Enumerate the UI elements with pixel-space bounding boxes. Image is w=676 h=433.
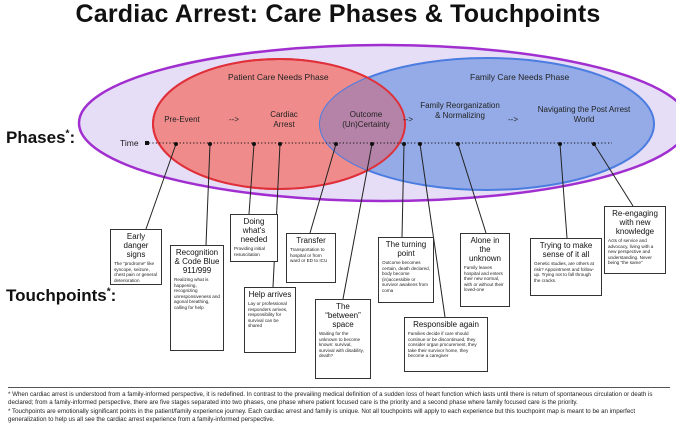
touchpoint-doing-whats-needed: Doing what's needed Providing initial re…: [230, 214, 278, 262]
touchpoint-alone-in-unknown: Alone in the unknown Family leaves hospi…: [460, 233, 510, 307]
timeline-points: [174, 142, 596, 146]
touchpoint-transfer: Transfer Transportation to hospital or f…: [286, 233, 336, 283]
page-title: Cardiac Arrest: Care Phases & Touchpoint…: [75, 0, 601, 28]
phase-cardiac-arrest: Cardiac Arrest: [270, 110, 298, 129]
touchpoint-responsible-again: Responsible again Families decide if car…: [404, 317, 488, 372]
timeline-label: Time: [120, 138, 139, 148]
touchpoint-early-danger-signs: Early danger signs The “prodrome” like s…: [110, 229, 162, 285]
touchpoint-re-engaging: Re-engaging with new knowledge Acts of s…: [604, 206, 666, 274]
touchpoint-turning-point: The turning point Outcome becomes certai…: [378, 237, 434, 303]
family-care-phase-title: Family Care Needs Phase: [470, 72, 570, 82]
phase-arrow-3: -->: [508, 115, 518, 124]
phase-navigating: Navigating the Post Arrest World: [537, 105, 631, 124]
touchpoint-between-space: The “between” space Waiting for the unkn…: [315, 299, 371, 379]
touchpoint-recognition: Recognition & Code Blue 911/999 Realizin…: [170, 245, 224, 351]
phase-arrow-1: -->: [229, 115, 239, 124]
touchpoint-help-arrives: Help arrives Lay or professional respond…: [244, 287, 296, 353]
phase-pre-event: Pre-Event: [164, 115, 200, 124]
patient-care-phase-title: Patient Care Needs Phase: [228, 72, 329, 82]
footnote-phases: * When cardiac arrest is understood from…: [8, 391, 653, 406]
touchpoint-make-sense: Trying to make sense of it all Genetic s…: [530, 238, 602, 296]
phase-outcome: Outcome (Un)Certainty: [342, 110, 390, 129]
phase-arrow-2: -->: [403, 115, 413, 124]
touchpoints-label: Touchpoints*:: [6, 286, 117, 305]
footnote-touchpoints: * Touchpoints are emotionally significan…: [8, 408, 636, 423]
phases-label: Phases*:: [6, 128, 76, 147]
footnotes: * When cardiac arrest is understood from…: [8, 387, 670, 425]
connectors: [145, 143, 634, 318]
phase-family-reorganization: Family Reorganization & Normalizing: [420, 101, 500, 120]
timeline-start-marker: [145, 141, 149, 145]
